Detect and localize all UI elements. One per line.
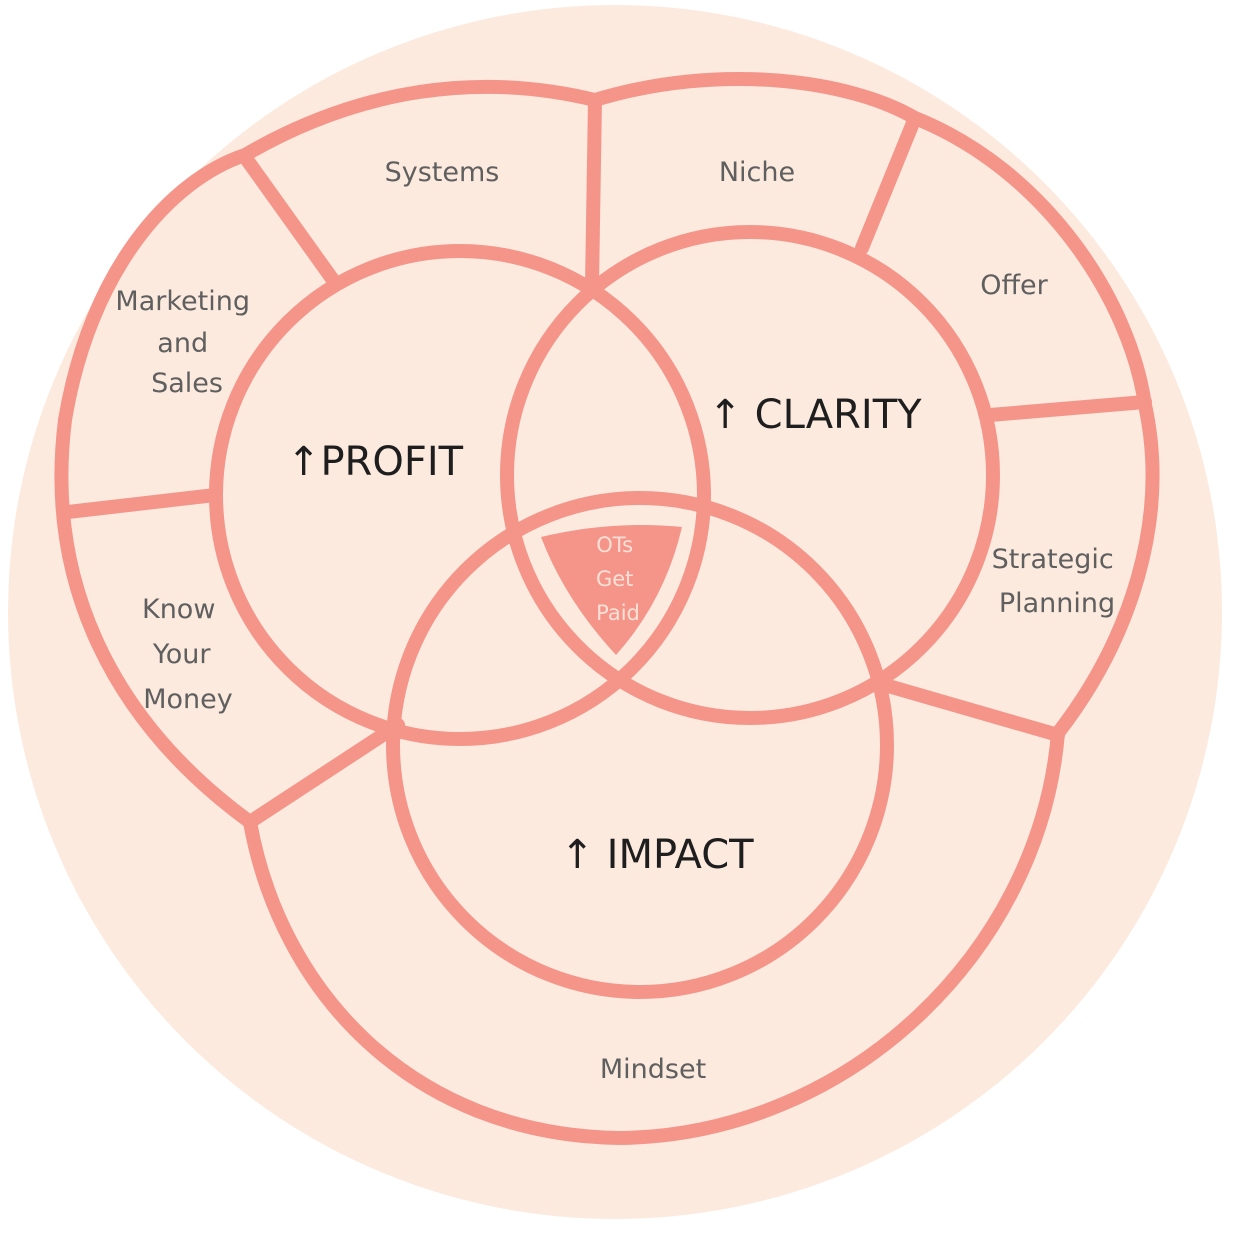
circle-profit (209, 244, 711, 746)
segment-systems-label: Systems (385, 157, 500, 188)
circle-clarity-label: ↑ CLARITY (708, 392, 922, 438)
divider-marketing-systems (238, 150, 340, 287)
outer-boundary (54, 72, 1160, 1145)
circle-clarity (500, 225, 1000, 725)
circle-impact-label: ↑ IMPACT (560, 832, 754, 878)
divider-strategic-mindset (871, 676, 1065, 742)
circle-impact (386, 491, 894, 999)
divider-systems-niche (585, 93, 602, 292)
divider-knowmoney-mindset (243, 718, 405, 829)
center-region (541, 524, 682, 655)
divider-niche-offer (855, 111, 922, 255)
segment-marketing-and-sales-label: Marketing and Sales (115, 286, 258, 399)
divider-offer-strategic (983, 395, 1152, 422)
segment-strategic-planning-label: Strategic Planning (992, 544, 1123, 619)
segment-know-your-money-label: Know Your Money (142, 594, 233, 715)
segment-niche-label: Niche (719, 157, 795, 188)
center-label: OTs Get Paid (596, 533, 640, 625)
circle-profit-label: ↑PROFIT (287, 439, 464, 485)
segment-offer-label: Offer (980, 270, 1048, 301)
segment-mindset-label: Mindset (600, 1054, 706, 1085)
divider-marketing-knowmoney (61, 488, 222, 519)
